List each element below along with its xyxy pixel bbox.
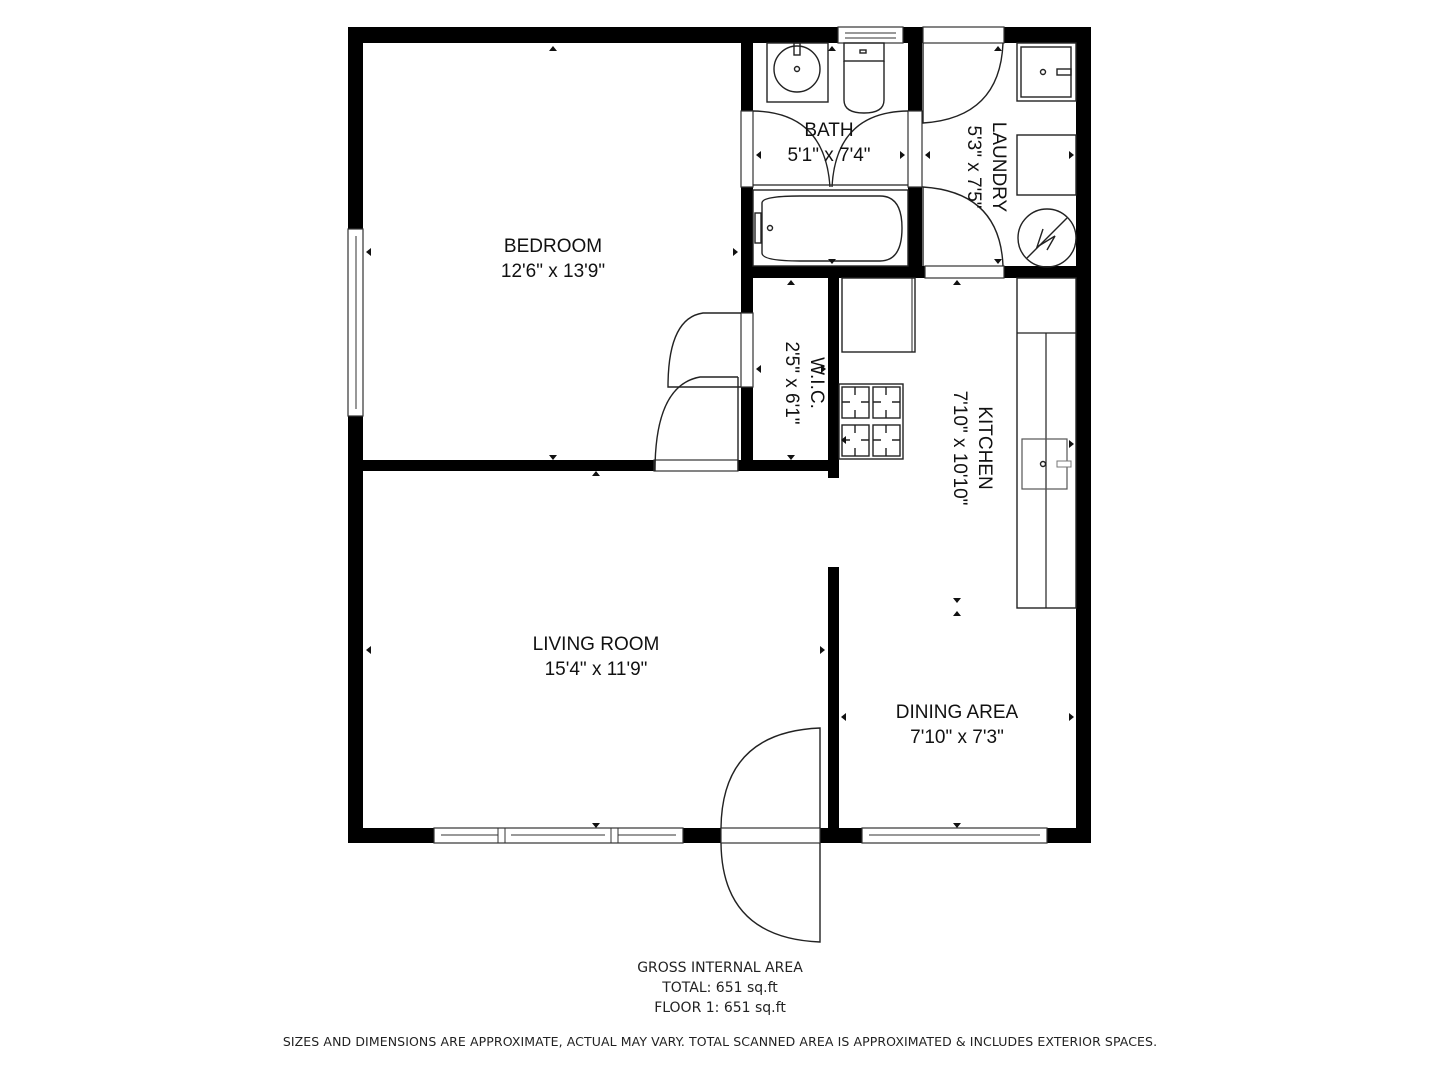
room-name: LAUNDRY: [988, 122, 1009, 213]
door-swing-icon: [667, 312, 741, 388]
area-floor-1: FLOOR 1: 651 sq.ft: [654, 1000, 786, 1016]
room-name: W.I.C.: [806, 357, 827, 409]
kitchen-sink-icon: [1021, 438, 1072, 490]
dimension-markers: [366, 46, 1074, 828]
room-dimensions: 7'10" x 10'10": [949, 391, 970, 506]
stove-icon: [838, 383, 904, 460]
room-name: BEDROOM: [504, 236, 602, 257]
room-laundry: LAUNDRY 5'3" x 7'5": [963, 122, 1009, 213]
door-swing-icon: [654, 376, 738, 472]
room-living-room: LIVING ROOM 15'4" x 11'9": [533, 634, 660, 680]
washer-icon: [1016, 134, 1077, 196]
utility-sink-icon: [1016, 42, 1077, 102]
windows: [347, 26, 1048, 844]
toilet-icon: [843, 42, 885, 114]
kitchen-counter: [1016, 277, 1077, 609]
room-dimensions: 12'6" x 13'9": [501, 261, 605, 282]
room-name: LIVING ROOM: [533, 634, 660, 655]
room-dimensions: 15'4" x 11'9": [545, 659, 648, 680]
room-wic: W.I.C. 2'5" x 6'1": [781, 341, 827, 424]
room-dimensions: 5'3" x 7'5": [963, 125, 984, 208]
sink-icon: [766, 42, 829, 103]
door-swing-icon: [831, 110, 909, 188]
room-name: KITCHEN: [974, 406, 995, 489]
door-swing-icon: [720, 727, 821, 829]
room-bath: BATH 5'1" x 7'4": [787, 120, 870, 166]
disclaimer-text: SIZES AND DIMENSIONS ARE APPROXIMATE, AC…: [282, 1034, 1158, 1049]
door-swing-icon: [922, 186, 1004, 267]
room-dimensions: 5'1" x 7'4": [787, 145, 870, 166]
walls: [348, 27, 1091, 843]
room-kitchen: KITCHEN 7'10" x 10'10": [949, 391, 995, 506]
water-heater-icon: [1017, 208, 1077, 268]
room-bedroom: BEDROOM 12'6" x 13'9": [501, 236, 605, 282]
bathtub-icon: [752, 189, 909, 267]
area-total: TOTAL: 651 sq.ft: [662, 980, 778, 996]
doors: [654, 42, 1004, 943]
door-swing-icon: [752, 110, 831, 188]
door-swing-icon: [922, 42, 1004, 124]
room-dimensions: 2'5" x 6'1": [781, 341, 802, 424]
room-name: BATH: [804, 120, 853, 141]
refrigerator-icon: [841, 277, 916, 353]
door-swing-icon: [720, 842, 821, 943]
room-dimensions: 7'10" x 7'3": [910, 727, 1004, 748]
area-heading: GROSS INTERNAL AREA: [637, 960, 803, 976]
gross-internal-area: GROSS INTERNAL AREA TOTAL: 651 sq.ft FLO…: [520, 958, 920, 1018]
room-dining-area: DINING AREA 7'10" x 7'3": [896, 702, 1019, 748]
room-name: DINING AREA: [896, 702, 1019, 723]
